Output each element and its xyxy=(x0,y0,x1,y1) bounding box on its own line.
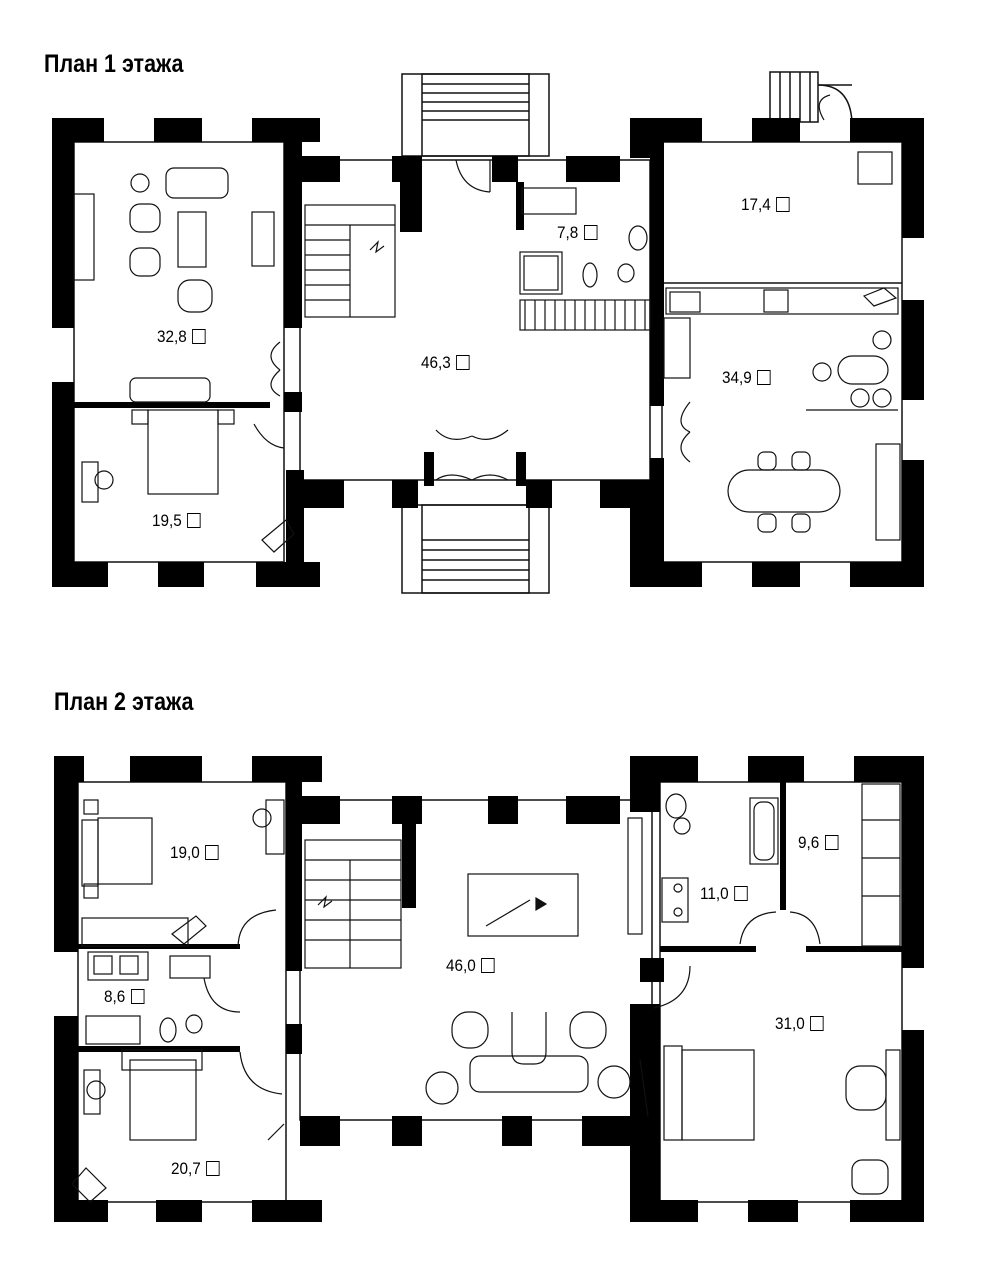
floor1-details xyxy=(73,94,901,553)
floor2-doors xyxy=(203,909,821,1095)
area-square-symbol xyxy=(810,1016,824,1031)
floor1-staircase xyxy=(304,204,396,318)
area-square-symbol xyxy=(205,845,219,860)
floor1-bedroom-furniture xyxy=(81,409,295,553)
floor1-bottom-porch-stairs xyxy=(401,504,550,594)
room-area-bedroom-1: 19,0 xyxy=(170,843,219,863)
floor2-details xyxy=(71,783,901,1203)
floor2-bath-11-fixtures xyxy=(661,793,779,923)
floor2-bedroom-19-furniture xyxy=(81,799,285,947)
area-square-symbol xyxy=(583,225,598,240)
area-square-symbol xyxy=(481,958,495,973)
floor1-living-furniture xyxy=(73,167,275,403)
area-square-symbol xyxy=(757,370,771,385)
floor2-hall-furniture xyxy=(425,817,649,1117)
room-area-bedroom-2: 20,7 xyxy=(171,1159,220,1179)
room-area-bathroom: 7,8 xyxy=(557,223,598,243)
floor1-top-porch-stairs xyxy=(401,73,550,157)
floor2-staircase xyxy=(304,839,402,969)
floor1-side-porch xyxy=(769,71,853,123)
room-area-master-bedroom: 31,0 xyxy=(775,1014,824,1034)
floor1-walls xyxy=(52,118,924,587)
room-area-utility-room: 17,4 xyxy=(741,195,790,215)
room-area-hall: 46,3 xyxy=(421,353,470,373)
room-area-living-room: 32,8 xyxy=(157,327,206,347)
area-square-symbol xyxy=(776,197,790,212)
area-square-symbol xyxy=(734,886,748,901)
floor1-bathroom-fixtures xyxy=(519,187,651,331)
floor2-bath-8-6-fixtures xyxy=(85,951,211,1071)
floor2-bedroom-20-7-furniture xyxy=(71,1059,285,1203)
area-square-symbol xyxy=(824,835,839,850)
floor1-title: План 1 этажа xyxy=(44,50,184,78)
room-area-hall-2: 46,0 xyxy=(446,956,495,976)
floor2-walls xyxy=(54,756,924,1222)
room-area-wardrobe: 9,6 xyxy=(798,833,839,853)
floor1-kitchen-furniture xyxy=(663,151,901,541)
room-area-bedroom: 19,5 xyxy=(152,511,201,531)
floor2-bedroom-31-furniture xyxy=(663,1045,901,1195)
area-square-symbol xyxy=(192,329,206,344)
area-square-symbol xyxy=(206,1161,220,1176)
room-area-bathroom-1: 8,6 xyxy=(104,987,145,1007)
area-square-symbol xyxy=(456,355,470,370)
room-area-bathroom-2: 11,0 xyxy=(700,884,748,904)
area-square-symbol xyxy=(130,989,145,1004)
floor1-doors xyxy=(253,94,831,481)
floor2-title: План 2 этажа xyxy=(54,688,194,716)
area-square-symbol xyxy=(187,513,201,528)
room-area-kitchen-dining: 34,9 xyxy=(722,368,771,388)
floor2-closet-9-6 xyxy=(861,783,901,947)
